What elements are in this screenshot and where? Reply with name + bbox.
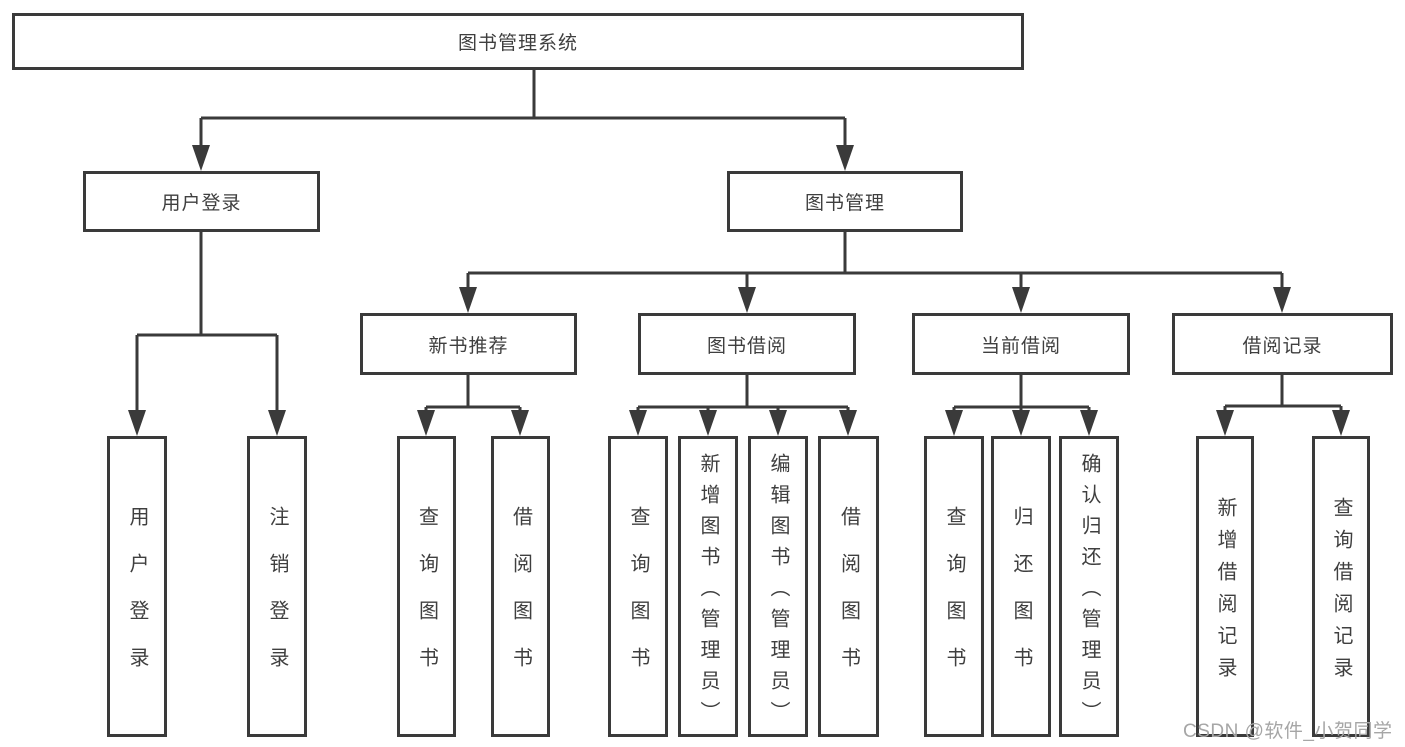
node-label: 查询图书 [627,506,649,694]
leaf-confirm-return-admin: 确认归还（管理员） [1059,436,1119,737]
node-label: 查询图书 [415,506,438,694]
node-label: 确认归还（管理员） [1078,452,1100,732]
leaf-logout: 注销登录 [247,436,307,737]
node-user-login: 用户登录 [83,171,320,232]
arrowhead-icon [1012,410,1030,436]
leaf-borrow-books-recommend: 借阅图书 [491,436,550,737]
connector-mgmt-to-level3 [466,232,1284,292]
leaf-edit-book-admin: 编辑图书（管理员） [748,436,808,737]
arrowhead-icon [1080,410,1098,436]
leaf-search-books-borrow: 查询图书 [608,436,668,737]
node-label: 新增借阅记录 [1214,496,1236,689]
arrowhead-icon [268,410,286,436]
node-label: 编辑图书（管理员） [767,452,789,732]
leaf-search-borrow-record: 查询借阅记录 [1312,436,1370,737]
arrowhead-icon [738,287,756,313]
leaf-add-book-admin: 新增图书（管理员） [678,436,738,737]
arrowhead-icon [1012,287,1030,313]
arrowhead-icon [128,410,146,436]
connector-login-to-leaves [135,232,279,414]
node-label: 当前借阅 [980,335,1061,357]
node-label: 图书管理系统 [457,33,578,54]
connector-borrow-to-leaves [636,375,850,414]
node-label: 用户登录 [161,193,242,214]
arrowhead-icon [1332,410,1350,436]
node-label: 新增图书（管理员） [697,452,719,732]
leaf-search-books-recommend: 查询图书 [397,436,456,737]
arrowhead-icon [192,145,210,171]
leaf-return-book: 归还图书 [991,436,1051,737]
node-label: 用户登录 [126,506,148,694]
node-book-borrow: 图书借阅 [638,313,856,375]
node-label: 归还图书 [1010,506,1032,694]
leaf-user-login: 用户登录 [107,436,167,737]
leaf-borrow-books: 借阅图书 [818,436,879,737]
node-label: 查询借阅记录 [1330,496,1352,689]
connector-root-to-level2 [199,70,847,150]
connector-recommend-to-leaves [424,375,522,414]
node-label: 借阅图书 [509,506,532,694]
node-label: 注销登录 [266,506,288,694]
node-book-management: 图书管理 [727,171,963,232]
connector-records-to-leaves [1223,375,1343,414]
leaf-search-books-current: 查询图书 [924,436,984,737]
arrowhead-icon [699,410,717,436]
arrowhead-icon [945,410,963,436]
node-label: 图书借阅 [706,335,787,357]
node-borrow-records: 借阅记录 [1172,313,1393,375]
node-label: 借阅记录 [1242,335,1323,357]
watermark: CSDN @软件_小贺同学 [1183,721,1393,742]
node-label: 图书管理 [804,193,885,214]
arrowhead-icon [629,410,647,436]
arrowhead-icon [459,287,477,313]
node-new-book-recommend: 新书推荐 [360,313,577,375]
arrowhead-icon [769,410,787,436]
arrowhead-icon [836,145,854,171]
arrowhead-icon [1216,410,1234,436]
arrowhead-icon [1273,287,1291,313]
arrowhead-icon [511,410,529,436]
arrowhead-icon [417,410,435,436]
node-label: 查询图书 [943,506,965,694]
arrowhead-icon [839,410,857,436]
node-system-root: 图书管理系统 [12,13,1024,70]
connector-current-to-leaves [952,375,1091,414]
node-label: 新书推荐 [428,335,509,357]
node-current-borrow: 当前借阅 [912,313,1130,375]
leaf-add-borrow-record: 新增借阅记录 [1196,436,1254,737]
node-label: 借阅图书 [837,506,860,694]
